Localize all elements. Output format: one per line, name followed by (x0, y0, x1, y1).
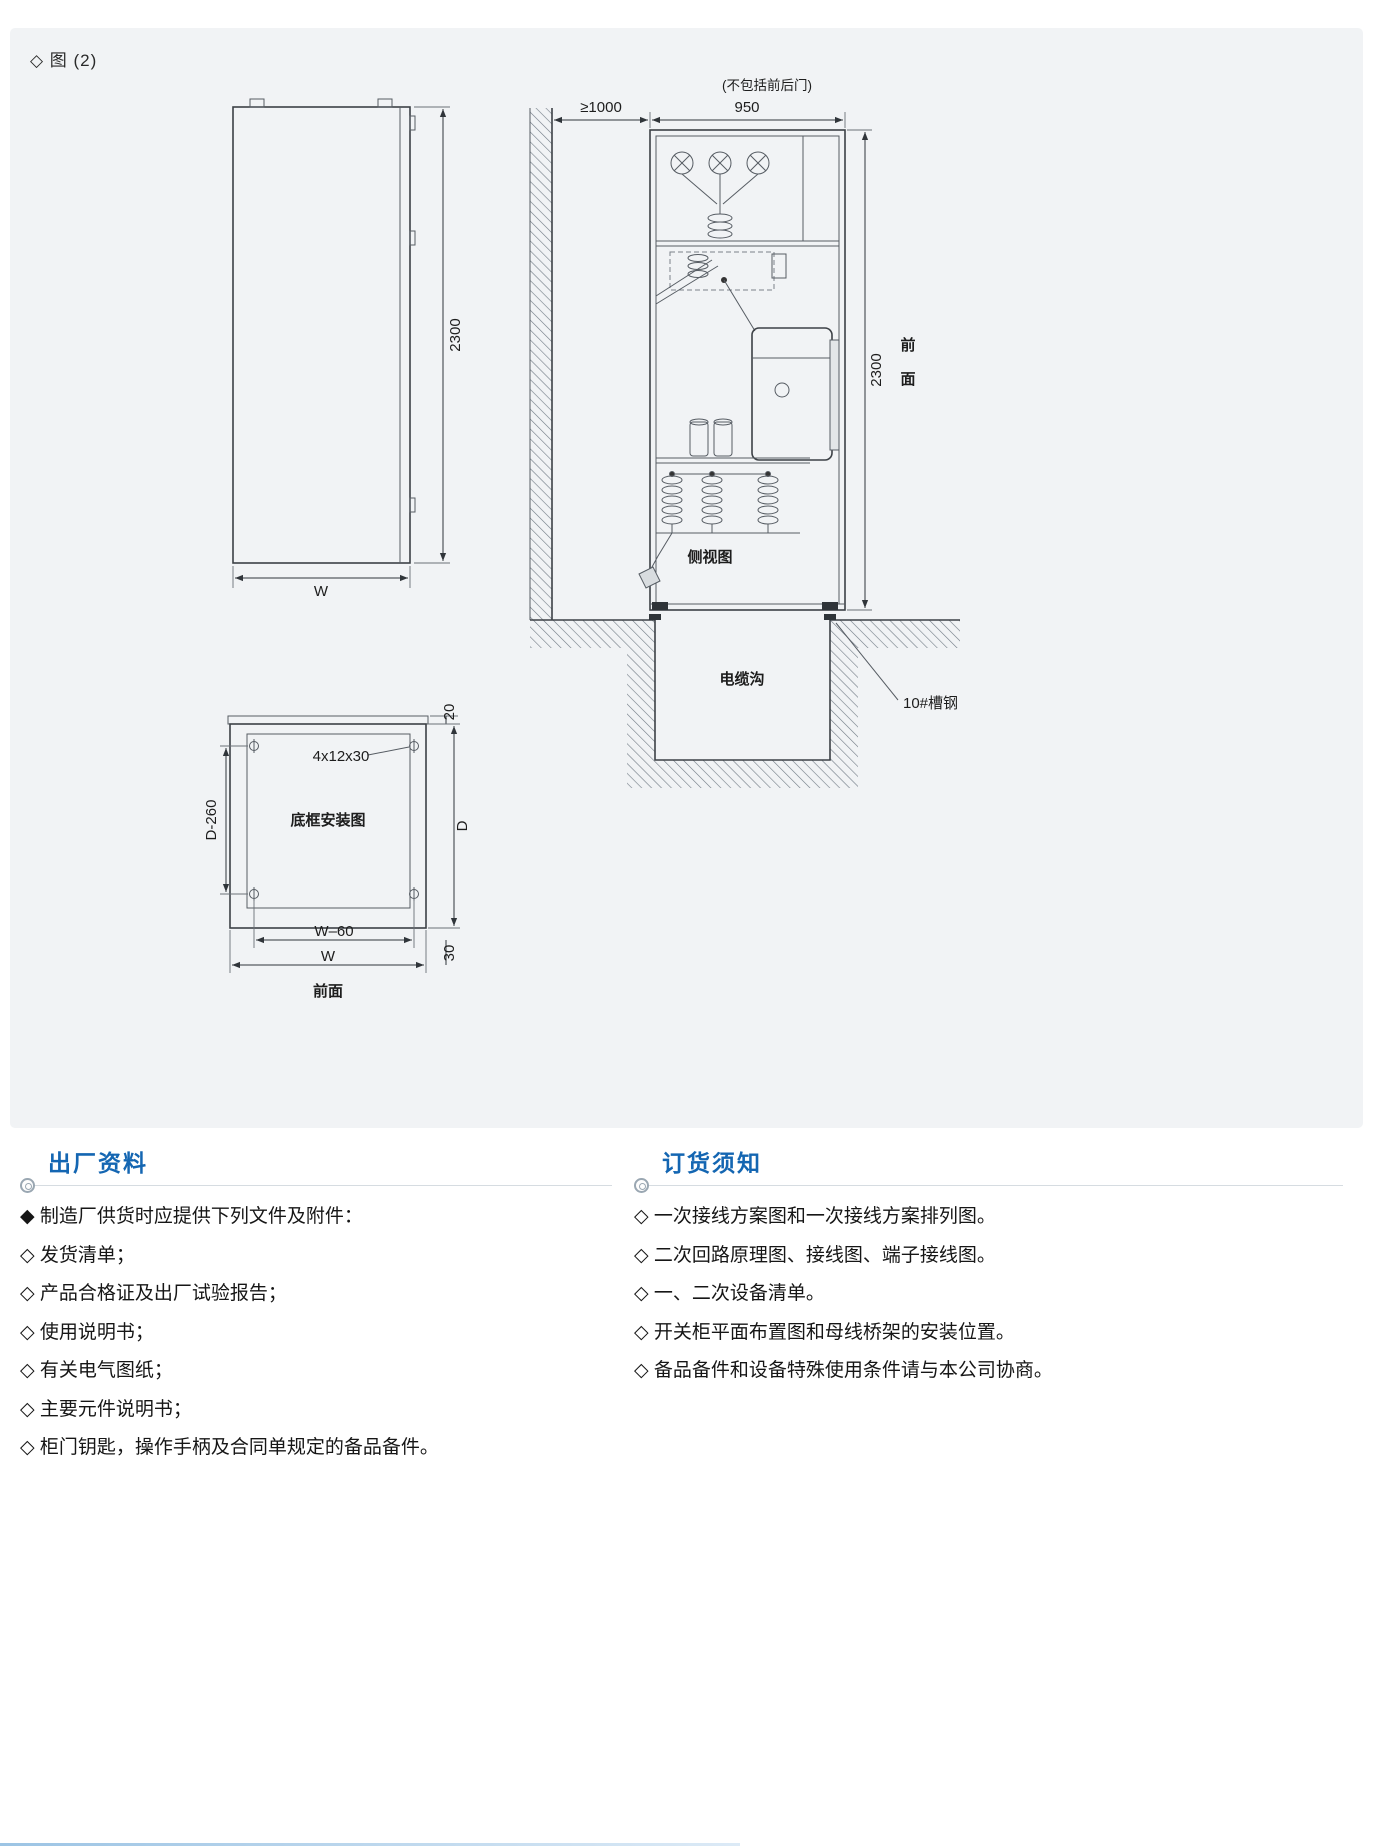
dim-inner-width: W–60 (314, 923, 353, 940)
base-plan-title: 底框安装图 (290, 811, 365, 829)
base-frame-plan: 4x12x30 底框安装图 20 D-260 D (203, 704, 471, 1000)
moving-contact-zone (669, 251, 775, 291)
cabinet-inner-wall (655, 135, 840, 605)
side-view-label: 侧视图 (687, 548, 732, 566)
list-item: ◇ 产品合格证及出厂试验报告； (20, 1283, 287, 1304)
figure-label: ◇ 图 (2) (30, 51, 98, 70)
list-item: ◇ 有关电气图纸； (20, 1360, 173, 1381)
text-sections: 出厂资料 ◆ 制造厂供货时应提供下列文件及附件： ◇ 发货清单； ◇ 产品合格证… (0, 1128, 1373, 1468)
section-header: 订货须知 (634, 1144, 1343, 1193)
section-title-factory: 出厂资料 (48, 1150, 148, 1176)
cabinet-side-outline (649, 129, 846, 611)
dim-top-offset: 20 (441, 704, 458, 721)
front-width-dim: W (314, 583, 329, 600)
hinge-mark (409, 497, 416, 513)
depth-dim: 950 (734, 99, 759, 116)
ordering-notes-list: ◇ 一次接线方案图和一次接线方案排列图。 ◇ 二次回路原理图、接线图、端子接线图… (634, 1198, 1343, 1391)
door-note: (不包括前后门) (722, 77, 812, 93)
dim-bottom-offset: 30 (441, 945, 458, 962)
lifting-lug-right (377, 98, 393, 108)
front-face-label-2: 面 (900, 371, 915, 388)
list-item: ◇ 主要元件说明书； (20, 1398, 192, 1420)
list-item: ◇ 二次回路原理图、接线图、端子接线图。 (634, 1244, 996, 1266)
post-insulators (656, 471, 800, 534)
section-title-ordering: 订货须知 (662, 1150, 762, 1176)
front-face-label-1: 前 (900, 336, 915, 354)
list-item: ◇ 一次接线方案图和一次接线方案排列图。 (634, 1206, 996, 1227)
wall-hatch (530, 108, 552, 620)
cabinet-front-outline (232, 106, 411, 564)
mounting-holes (249, 739, 419, 901)
side-view-drawing: ≥1000 950 (不包括前后门) (529, 77, 960, 788)
front-channel-strip (227, 715, 429, 725)
list-item: ◇ 使用说明书； (20, 1321, 154, 1343)
section-rule (20, 1178, 612, 1193)
list-item: ◇ 一、二次设备清单。 (634, 1283, 825, 1304)
base-frame-inner (246, 733, 411, 909)
base-channel-foot (652, 602, 668, 610)
switch-arm (723, 279, 756, 332)
operating-knob (774, 382, 790, 398)
side-height-dim: 2300 (868, 353, 885, 386)
hole-leader (367, 746, 410, 756)
ring-icon (634, 1178, 649, 1193)
floor-trench-profile (530, 619, 960, 761)
base-channel-foot (822, 602, 838, 610)
channel-steel-edge (649, 614, 661, 620)
hinge-mark (409, 115, 416, 131)
lifting-lug-left (249, 98, 265, 108)
clearance-dim: ≥1000 (580, 99, 622, 116)
base-frame-outline (229, 723, 427, 929)
list-item: ◆ 制造厂供货时应提供下列文件及附件： (20, 1206, 363, 1227)
breaker-box (751, 327, 833, 461)
base-front-label: 前面 (313, 982, 343, 1000)
list-item: ◇ 柜门钥匙，操作手柄及合同单规定的备品备件。 (20, 1437, 439, 1458)
factory-docs-list: ◆ 制造厂供货时应提供下列文件及附件： ◇ 发货清单； ◇ 产品合格证及出厂试验… (20, 1198, 612, 1468)
current-transformers (689, 418, 733, 457)
list-item: ◇ 开关柜平面布置图和母线桥架的安装位置。 (634, 1321, 1015, 1343)
drawing-panel: ◇ 图 (2) 2 (10, 28, 1363, 1128)
hinge-mark (409, 230, 416, 246)
front-view-drawing: 2300 W (232, 98, 464, 600)
section-header: 出厂资料 (20, 1144, 612, 1193)
list-item: ◇ 发货清单； (20, 1244, 135, 1266)
insulator-stack-top (707, 213, 733, 239)
front-height-dim: 2300 (447, 318, 464, 351)
channel-steel-edge (824, 614, 836, 620)
ring-icon (20, 1178, 35, 1193)
cable-trench-label: 电缆沟 (719, 670, 764, 688)
channel-steel-leader (835, 622, 899, 701)
cable-bushings (670, 151, 770, 214)
dim-hole-span: D-260 (203, 800, 220, 841)
cable-lug (638, 566, 661, 589)
section-rule (634, 1178, 1343, 1193)
channel-steel-label: 10#槽钢 (903, 695, 958, 712)
dim-width: W (321, 948, 336, 965)
technical-drawing: 2300 W ≥1000 950 (不包括前后门) (203, 77, 960, 1000)
dim-depth: D (454, 820, 471, 831)
factory-docs-section: 出厂资料 ◆ 制造厂供货时应提供下列文件及附件： ◇ 发货清单； ◇ 产品合格证… (0, 1128, 612, 1468)
ground-hatch (530, 620, 960, 788)
list-item: ◇ 备品备件和设备特殊使用条件请与本公司协商。 (634, 1360, 1053, 1381)
footer-accent-line (0, 1843, 740, 1846)
hole-spec: 4x12x30 (313, 748, 370, 765)
ordering-notes-section: 订货须知 ◇ 一次接线方案图和一次接线方案排列图。 ◇ 二次回路原理图、接线图、… (612, 1128, 1373, 1391)
contact-block (771, 253, 787, 279)
rear-panel (829, 339, 840, 451)
